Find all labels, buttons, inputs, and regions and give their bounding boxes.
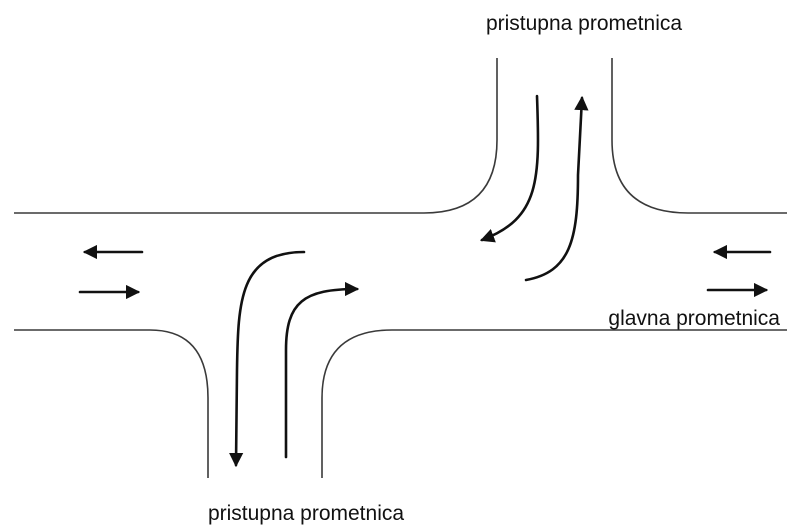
turning-arrows <box>228 94 589 468</box>
main-road-left-turn-up-arrow <box>524 95 589 282</box>
road-edges <box>14 58 787 478</box>
main-road-lower-left-edge <box>14 329 209 478</box>
top-road-label: pristupna prometnica <box>486 12 682 35</box>
bottom-road-right-turn-arrow <box>284 281 360 459</box>
main-road-upper-left-edge <box>14 58 498 214</box>
main-road-label: glavna prometnica <box>608 307 780 330</box>
main-road-arrows <box>78 244 772 300</box>
main-road-left-turn-down-arrow <box>228 250 306 468</box>
main-road-lower-right-edge <box>321 329 787 478</box>
main-road-upper-right-edge <box>611 58 787 214</box>
top-road-right-turn-arrow <box>479 94 540 243</box>
bottom-road-label: pristupna prometnica <box>208 502 404 525</box>
